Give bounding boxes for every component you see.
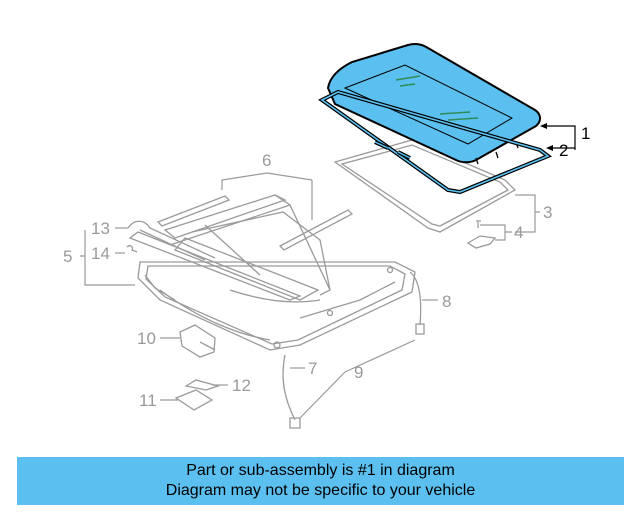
callout-4: 4: [514, 223, 523, 242]
callout-3: 3: [543, 203, 552, 222]
callout-8: 8: [442, 292, 451, 311]
callout-1: 1: [581, 124, 590, 143]
callout-10: 10: [137, 329, 156, 348]
drain-hose-part: [409, 271, 425, 335]
clip-part: [126, 245, 138, 253]
deflector-part: [127, 220, 216, 261]
callout-5: 5: [63, 247, 72, 266]
parts-diagram: 1 2 3 4 5 6 7 8 9 10 11 12 13 14: [63, 43, 590, 429]
motor-part: [179, 324, 216, 358]
switch-part: [174, 379, 221, 411]
callout-9: 9: [354, 363, 363, 382]
callout-13: 13: [91, 219, 110, 238]
leader-lines-ghost: [80, 172, 540, 419]
callout-7: 7: [308, 359, 317, 378]
arrowheads-active: [540, 123, 553, 151]
callout-12: 12: [232, 376, 251, 395]
banner-line-1: Part or sub-assembly is #1 in diagram: [186, 462, 455, 479]
guide-rail-parts: [156, 195, 354, 251]
sunroof-frame-assembly: [128, 194, 416, 351]
callout-11: 11: [139, 391, 157, 410]
info-banner: Part or sub-assembly is #1 in diagram Di…: [17, 457, 624, 505]
glass-panel-part[interactable]: [326, 43, 541, 165]
glass-seal-part[interactable]: [318, 89, 553, 195]
rear-drain-hose-part: [282, 354, 301, 429]
callout-14: 14: [91, 244, 110, 263]
callout-6: 6: [262, 151, 271, 170]
hinge-part: [466, 220, 497, 249]
banner-line-2: Diagram may not be specific to your vehi…: [165, 482, 476, 499]
callout-2: 2: [559, 141, 568, 160]
